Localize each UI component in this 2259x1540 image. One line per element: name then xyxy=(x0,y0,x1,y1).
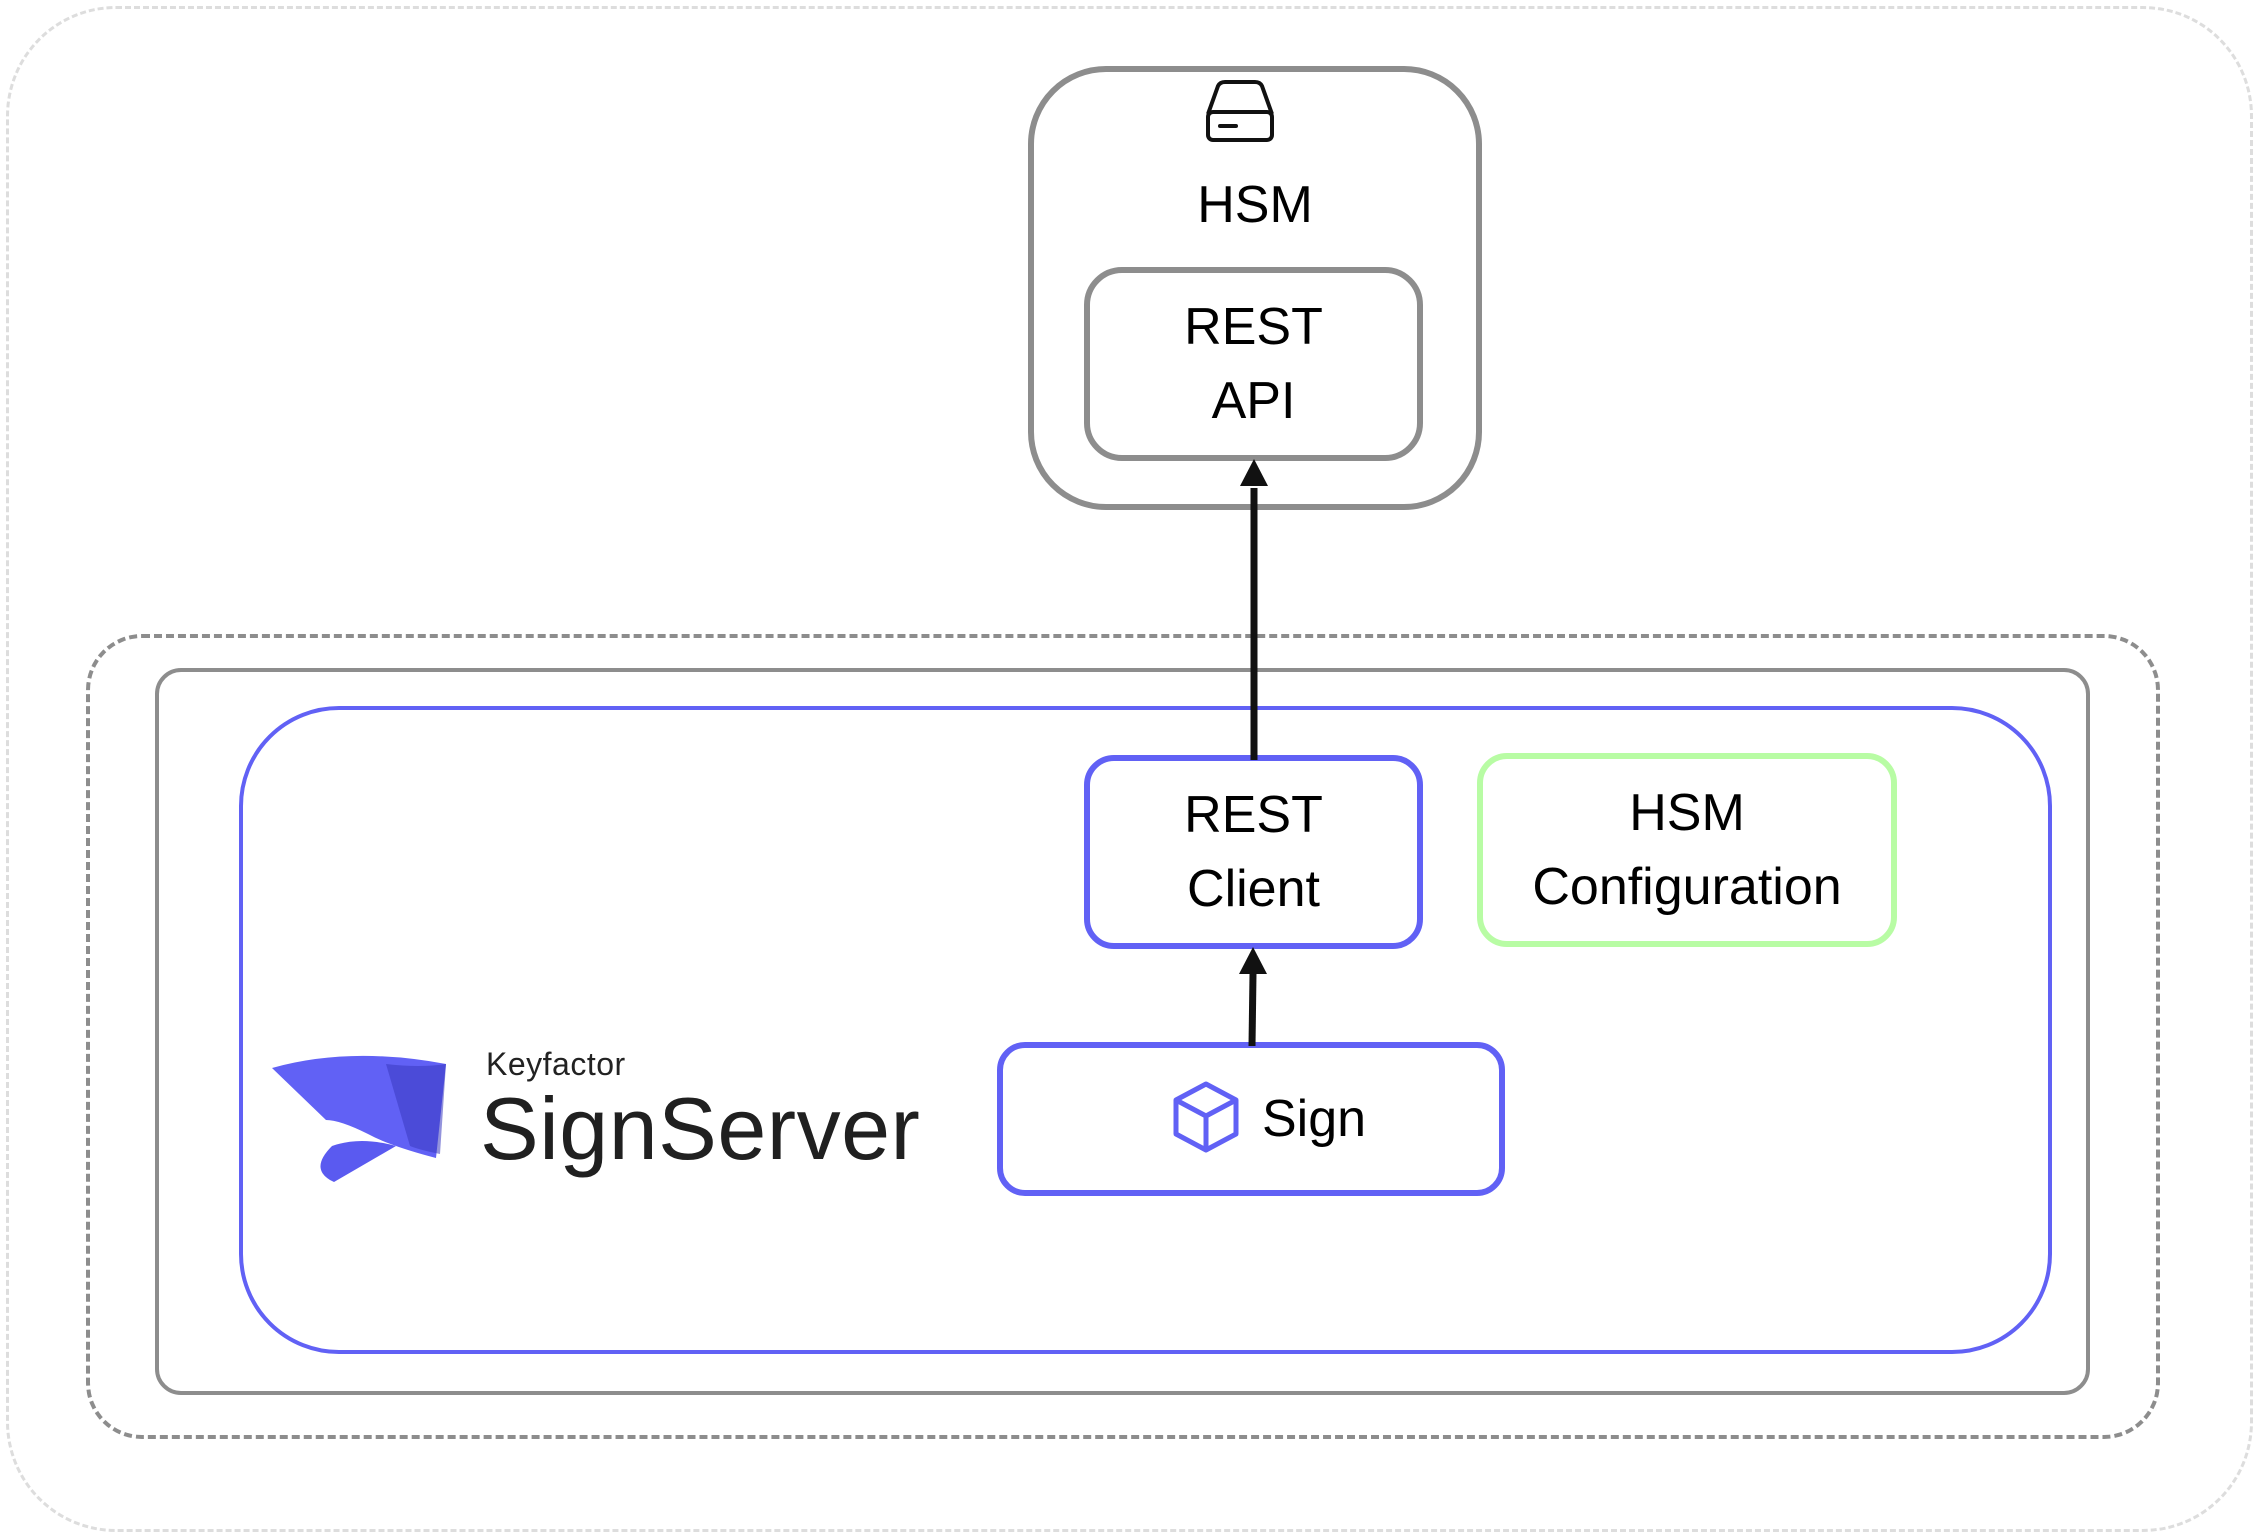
signserver-container xyxy=(239,706,2052,1354)
logo-brand-text: Keyfactor xyxy=(486,1046,626,1082)
rest-api-label-line1: REST xyxy=(1184,298,1323,356)
sign-label: Sign xyxy=(1262,1090,1367,1148)
arrowhead-rest-client xyxy=(1239,947,1267,974)
rest-client-node[interactable]: REST Client xyxy=(1084,755,1423,949)
rest-api-label-line2: API xyxy=(1211,372,1296,430)
hsm-configuration-node[interactable]: HSM Configuration xyxy=(1477,753,1897,947)
hard-drive-icon xyxy=(1206,80,1274,142)
cube-icon xyxy=(1173,1081,1239,1153)
outer-frame xyxy=(6,6,2253,1532)
logo-product-text: SignServer xyxy=(480,1079,921,1178)
hsm-title: HSM xyxy=(1197,176,1313,234)
rest-api-node[interactable]: REST API xyxy=(1084,267,1423,461)
hsm-configuration-label-line2: Configuration xyxy=(1532,858,1842,916)
rest-client-label-line1: REST xyxy=(1184,786,1323,844)
arrow-sign-to-rest-client xyxy=(1248,973,1257,1047)
arrowhead-rest-api xyxy=(1240,459,1268,486)
signserver-logo-icon xyxy=(272,1055,446,1182)
deployment-container xyxy=(86,634,2160,1439)
rest-client-label-line2: Client xyxy=(1187,860,1320,918)
hsm-configuration-label-line1: HSM xyxy=(1629,784,1745,842)
server-container xyxy=(155,668,2090,1395)
